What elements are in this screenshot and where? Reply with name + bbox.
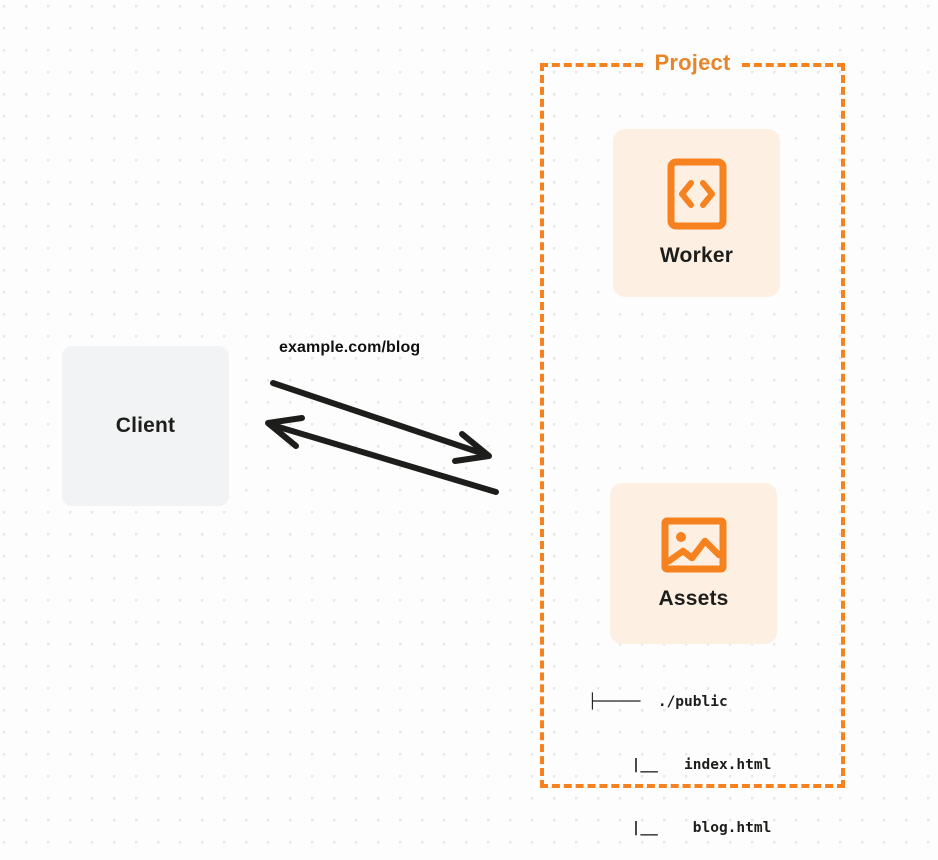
code-brackets-icon (667, 158, 727, 230)
arrow-response (265, 415, 499, 495)
image-picture-icon (661, 517, 727, 573)
client-node[interactable]: Client (62, 346, 229, 506)
worker-node[interactable]: Worker (613, 129, 780, 297)
assets-node[interactable]: Assets (610, 483, 777, 644)
edge-label-request-url: example.com/blog (279, 339, 421, 356)
file-tree-row: |__ index.html (588, 757, 772, 773)
arrow-request (270, 380, 492, 464)
assets-file-tree: ├───── ./public |__ index.html |__ blog.… (588, 650, 771, 860)
project-group-label-text: Project (644, 49, 741, 77)
worker-node-label: Worker (659, 244, 734, 267)
file-tree-row: ├───── ./public (588, 694, 728, 710)
client-node-label: Client (115, 414, 176, 437)
project-group-label: Project (540, 49, 845, 77)
assets-node-label: Assets (658, 586, 729, 610)
file-tree-row: |__ blog.html (588, 820, 772, 836)
